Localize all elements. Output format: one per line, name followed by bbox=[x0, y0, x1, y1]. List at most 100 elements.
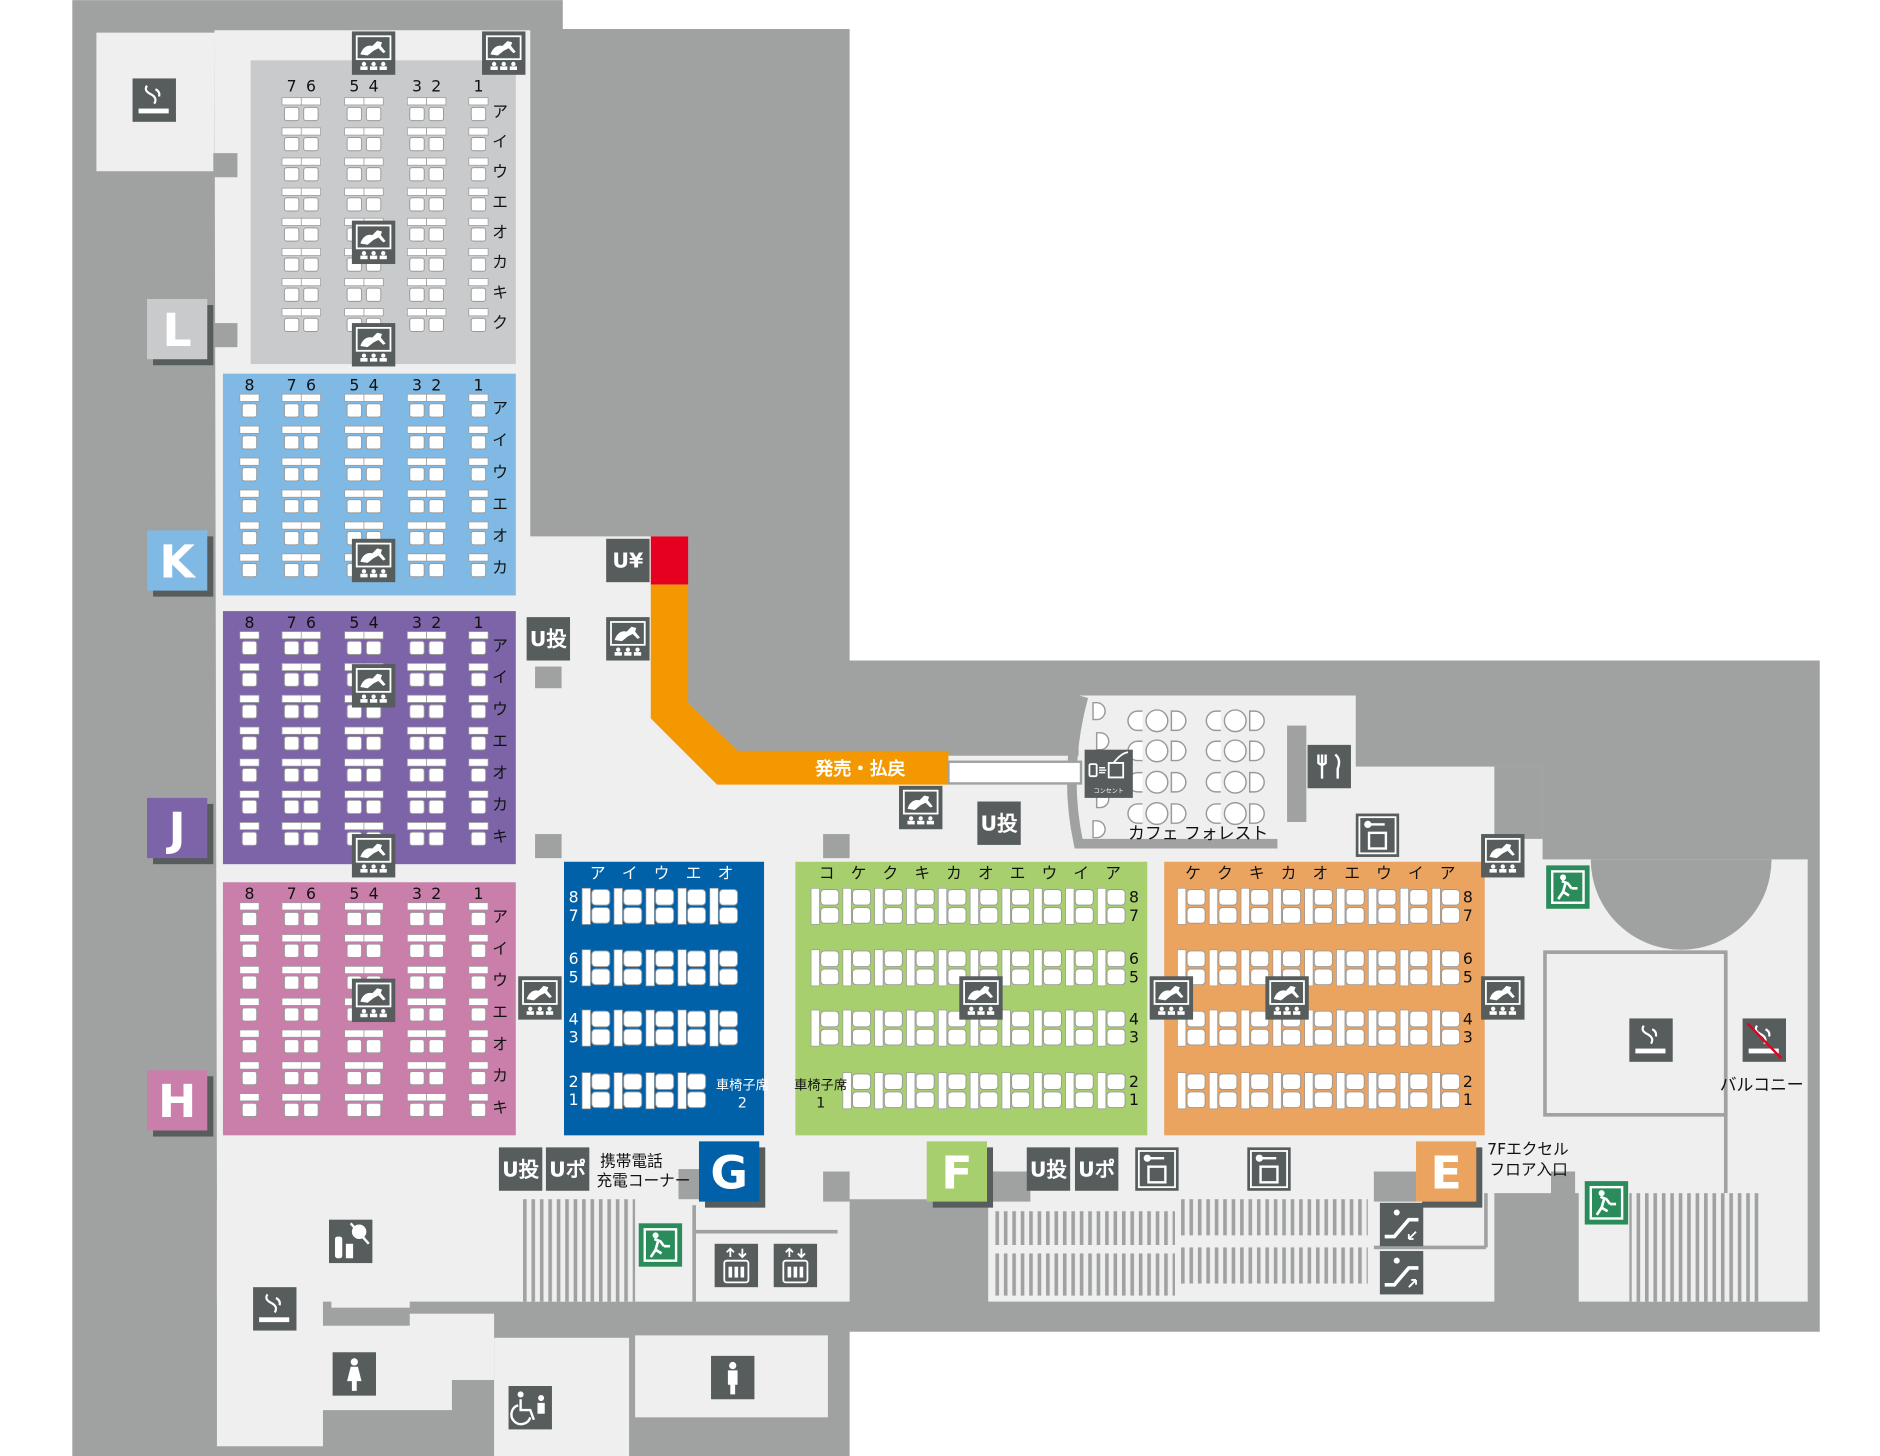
seat[interactable] bbox=[239, 1029, 260, 1054]
seat-pair[interactable] bbox=[1336, 1009, 1365, 1047]
seat[interactable] bbox=[344, 934, 365, 958]
seat[interactable] bbox=[281, 393, 302, 418]
seat-pair[interactable] bbox=[581, 949, 611, 987]
seat[interactable] bbox=[406, 631, 427, 655]
seat-pair[interactable] bbox=[969, 887, 999, 925]
seat[interactable] bbox=[406, 521, 427, 546]
seat-pair[interactable] bbox=[810, 887, 840, 925]
seat[interactable] bbox=[363, 97, 384, 122]
seat-pair[interactable] bbox=[1399, 887, 1429, 925]
seat-pair[interactable] bbox=[906, 887, 935, 925]
seat[interactable] bbox=[281, 997, 302, 1022]
seat-pair[interactable] bbox=[1304, 949, 1333, 987]
seat[interactable] bbox=[406, 790, 427, 815]
seat[interactable] bbox=[300, 489, 321, 514]
seat[interactable] bbox=[281, 157, 302, 182]
seat[interactable] bbox=[344, 157, 365, 182]
seat-pair[interactable] bbox=[1367, 887, 1397, 925]
seat[interactable] bbox=[239, 726, 260, 751]
seat[interactable] bbox=[406, 425, 427, 450]
seat[interactable] bbox=[363, 726, 384, 751]
u-point-terminal-icon[interactable]: Uポ bbox=[1074, 1147, 1119, 1191]
seat-pair[interactable] bbox=[1001, 949, 1031, 987]
seat[interactable] bbox=[281, 97, 302, 122]
seat[interactable] bbox=[344, 97, 365, 122]
seat-pair[interactable] bbox=[677, 949, 707, 987]
seat[interactable] bbox=[426, 1093, 447, 1118]
seat-pair[interactable] bbox=[1065, 949, 1094, 987]
u-point-terminal-icon[interactable]: Uポ bbox=[545, 1147, 590, 1191]
seat-pair[interactable] bbox=[842, 887, 872, 925]
seat[interactable] bbox=[281, 1093, 302, 1118]
seat-pair[interactable] bbox=[1033, 1009, 1062, 1047]
seat[interactable] bbox=[281, 247, 302, 272]
seat[interactable] bbox=[363, 1093, 384, 1118]
seat[interactable] bbox=[406, 997, 427, 1022]
seat[interactable] bbox=[344, 726, 365, 751]
seat[interactable] bbox=[468, 902, 489, 927]
seat[interactable] bbox=[468, 308, 489, 332]
seat-pair[interactable] bbox=[1240, 949, 1270, 987]
seat[interactable] bbox=[281, 127, 302, 152]
seat[interactable] bbox=[300, 822, 321, 846]
seat-pair[interactable] bbox=[1177, 887, 1206, 925]
seat[interactable] bbox=[426, 694, 447, 719]
seat[interactable] bbox=[468, 822, 489, 846]
seat-pair[interactable] bbox=[581, 887, 611, 925]
seat-pair[interactable] bbox=[937, 1072, 967, 1110]
seat-pair[interactable] bbox=[1033, 1072, 1062, 1110]
seat[interactable] bbox=[468, 790, 489, 815]
seat[interactable] bbox=[300, 966, 321, 990]
seat[interactable] bbox=[406, 157, 427, 182]
seat[interactable] bbox=[281, 1061, 302, 1086]
seat[interactable] bbox=[363, 393, 384, 418]
seat[interactable] bbox=[406, 822, 427, 846]
seat[interactable] bbox=[406, 97, 427, 122]
seat-pair[interactable] bbox=[1304, 887, 1333, 925]
seat-pair[interactable] bbox=[1001, 1009, 1031, 1047]
seat[interactable] bbox=[426, 157, 447, 182]
seat[interactable] bbox=[281, 278, 302, 302]
seat-pair[interactable] bbox=[1336, 949, 1365, 987]
seat-pair[interactable] bbox=[1336, 1072, 1365, 1110]
seat[interactable] bbox=[300, 1093, 321, 1118]
seat[interactable] bbox=[468, 726, 489, 751]
seat-pair[interactable] bbox=[613, 949, 643, 987]
seat-pair[interactable] bbox=[1097, 949, 1126, 987]
seat[interactable] bbox=[406, 217, 427, 242]
seat[interactable] bbox=[363, 902, 384, 927]
seat[interactable] bbox=[344, 790, 365, 815]
seat-pair[interactable] bbox=[1208, 887, 1238, 925]
seat[interactable] bbox=[300, 694, 321, 719]
seat[interactable] bbox=[426, 758, 447, 783]
seat[interactable] bbox=[239, 902, 260, 927]
seat[interactable] bbox=[300, 902, 321, 927]
seat[interactable] bbox=[426, 822, 447, 846]
seat[interactable] bbox=[281, 521, 302, 546]
seat-pair[interactable] bbox=[1097, 1009, 1126, 1047]
seat[interactable] bbox=[406, 393, 427, 418]
seat[interactable] bbox=[426, 308, 447, 332]
seat[interactable] bbox=[426, 247, 447, 272]
seat[interactable] bbox=[363, 934, 384, 958]
seat[interactable] bbox=[300, 553, 321, 578]
seat[interactable] bbox=[344, 127, 365, 152]
seat[interactable] bbox=[281, 694, 302, 719]
seat[interactable] bbox=[468, 1061, 489, 1086]
seat-pair[interactable] bbox=[581, 1072, 611, 1110]
seat-pair[interactable] bbox=[1240, 887, 1270, 925]
seat[interactable] bbox=[468, 966, 489, 990]
seat-pair[interactable] bbox=[1033, 949, 1062, 987]
seat[interactable] bbox=[300, 934, 321, 958]
seat[interactable] bbox=[239, 694, 260, 719]
seat[interactable] bbox=[300, 425, 321, 450]
seat[interactable] bbox=[468, 1093, 489, 1118]
seat[interactable] bbox=[239, 393, 260, 418]
seat[interactable] bbox=[468, 187, 489, 212]
seat[interactable] bbox=[426, 97, 447, 122]
seat[interactable] bbox=[281, 553, 302, 578]
seat-pair[interactable] bbox=[937, 887, 967, 925]
seat-pair[interactable] bbox=[874, 1072, 903, 1110]
seat[interactable] bbox=[239, 553, 260, 578]
seat-pair[interactable] bbox=[677, 1072, 707, 1110]
